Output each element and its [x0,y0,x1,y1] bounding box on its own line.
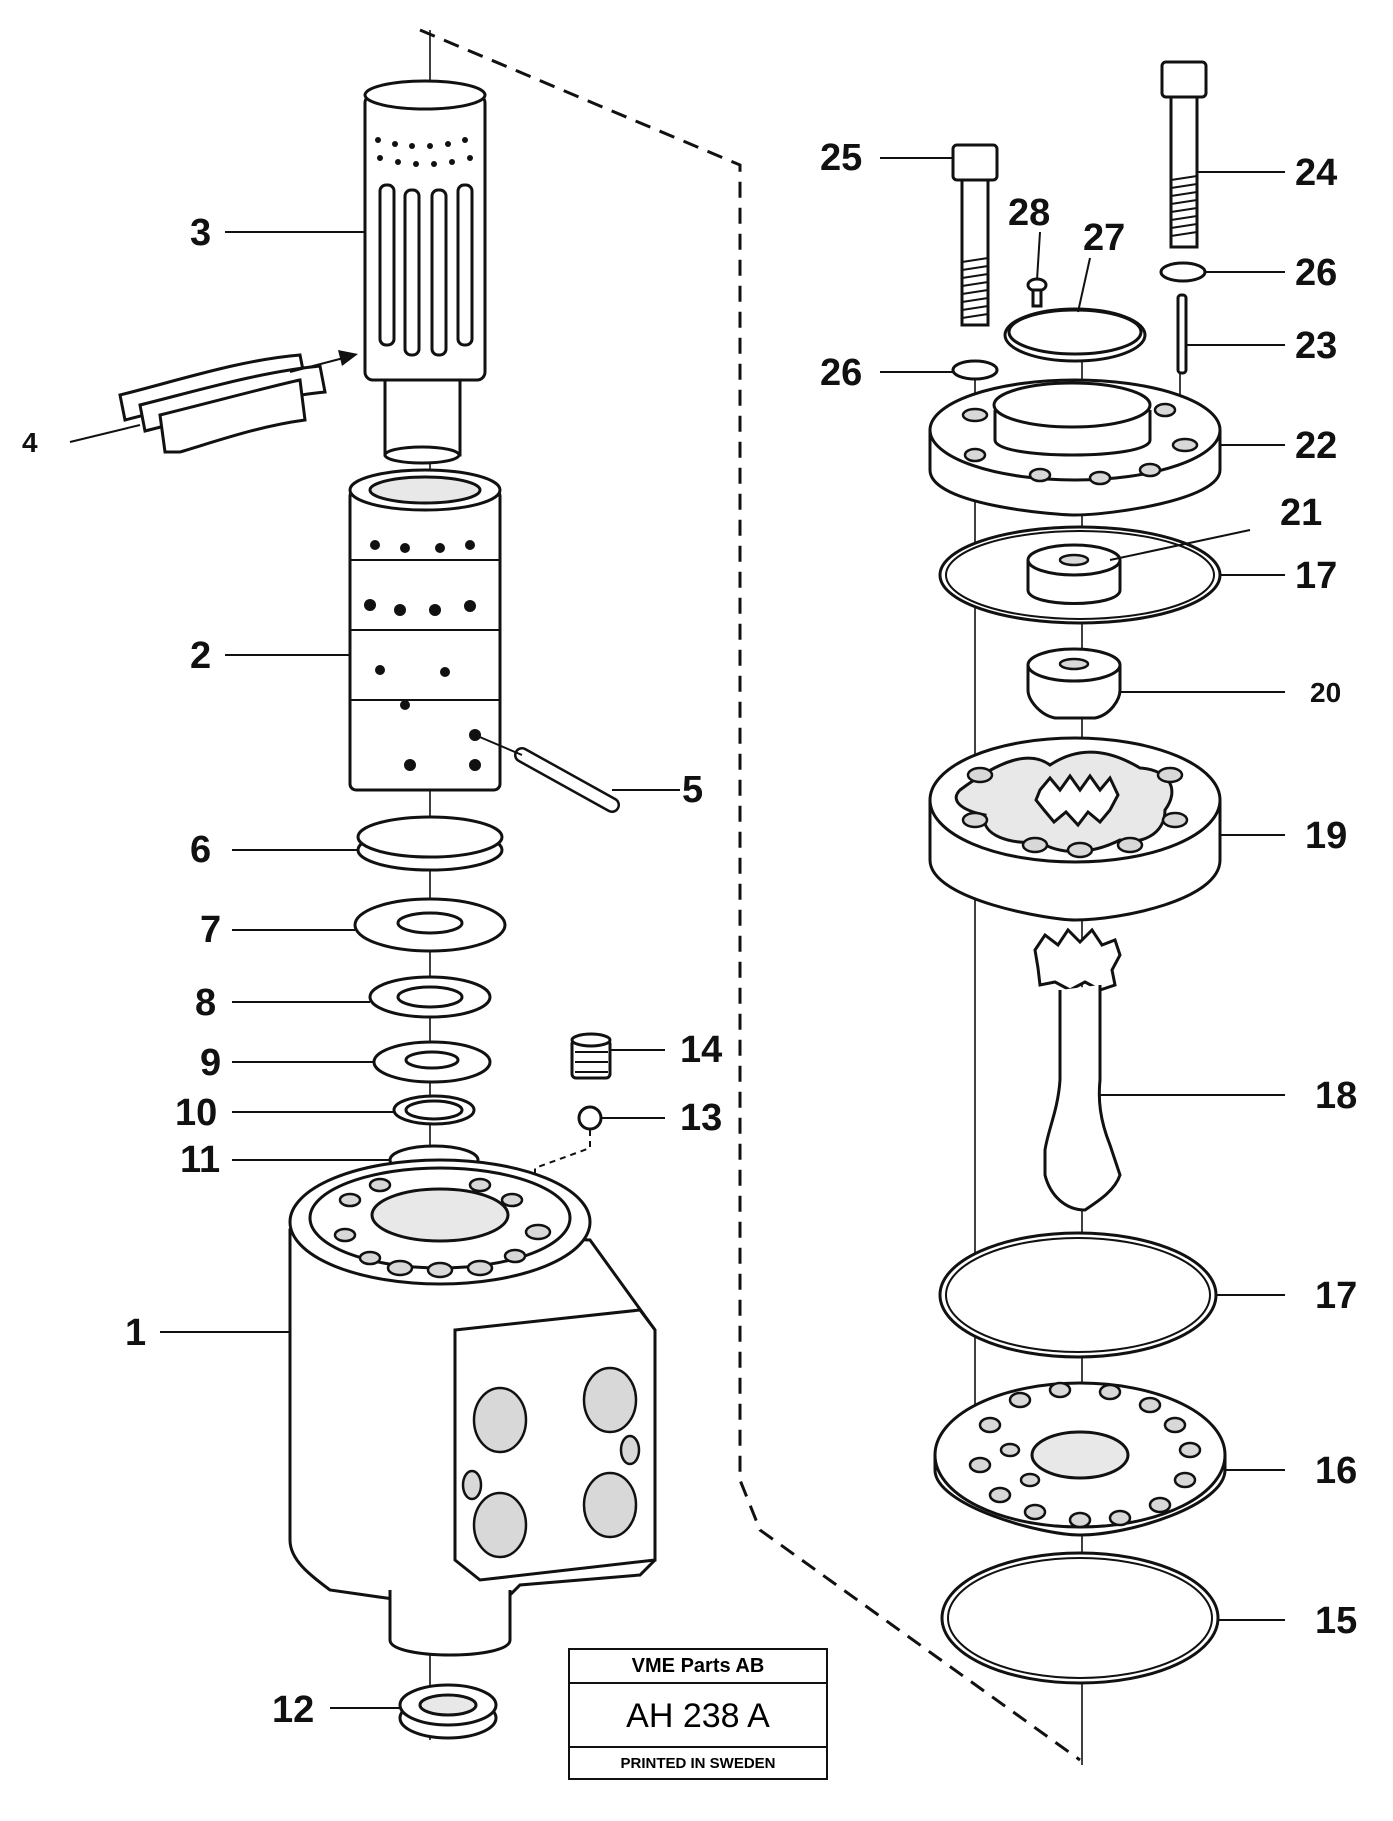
part-14-plug [570,1032,612,1080]
part-17-o-ring-upper-inner [945,530,1215,620]
part-4-springs [118,353,327,454]
callout-26-right: 26 [1295,252,1337,294]
part-17-o-ring-lower [938,1231,1218,1359]
part-10-ring [392,1094,476,1126]
callout-22: 22 [1295,425,1337,467]
callout-7: 7 [200,909,221,951]
callout-1: 1 [125,1312,146,1354]
part-15-o-ring-inner [947,1557,1213,1679]
callout-18: 18 [1315,1075,1357,1117]
callout-14: 14 [680,1029,722,1071]
callout-8: 8 [195,982,216,1024]
part-16-plate [933,1381,1227,1537]
callout-5: 5 [682,769,703,811]
part-27-cover [1003,307,1147,363]
part-17-o-ring-lower-inner [945,1237,1211,1353]
part-2-sleeve [348,468,502,792]
callout-27: 27 [1083,217,1125,259]
leader-lines [69,157,1285,1709]
part-21-spacer [1026,543,1122,605]
part-12-seal [398,1683,498,1740]
callout-15: 15 [1315,1600,1357,1642]
part-28-screw [1026,277,1048,308]
part-22-end-cap [928,378,1222,517]
part-7-washer [353,897,507,953]
callout-9: 9 [200,1042,221,1084]
callout-20: 20 [1310,677,1341,708]
callout-21: 21 [1280,492,1322,534]
stamp-printed: PRINTED IN SWEDEN [620,1755,776,1772]
part-25-bolt [951,143,999,327]
stamp-code: AH 238 A [570,1684,826,1748]
callout-24: 24 [1295,152,1337,194]
part-24-bolt [1160,60,1208,249]
part-26-washer-left [951,359,999,381]
callout-6: 6 [190,829,211,871]
part-15-o-ring [940,1551,1220,1685]
callout-23: 23 [1295,325,1337,367]
part-3-spool [363,79,487,465]
callout-26-left: 26 [820,352,862,394]
callout-10: 10 [175,1092,217,1134]
part-1-housing [288,1158,657,1657]
arrow-head-4 [338,350,358,366]
callout-17-lower: 17 [1315,1275,1357,1317]
callout-13: 13 [680,1097,722,1139]
part-18-drive-shaft [1033,927,1122,1212]
part-23-pin [1176,293,1188,375]
callout-28: 28 [1008,192,1050,234]
part-8-bearing [368,975,492,1019]
callout-4: 4 [22,427,38,458]
title-stamp: VME Parts AB AH 238 A PRINTED IN SWEDEN [568,1648,828,1780]
callout-25: 25 [820,137,862,179]
callout-19: 19 [1305,815,1347,857]
part-5-pin [474,734,620,813]
group-boundary-dashed [419,28,1081,1762]
part-6-ring [356,815,504,872]
part-26-washer-right [1159,261,1207,283]
callout-12: 12 [272,1689,314,1731]
callout-2: 2 [190,635,211,677]
part-9-washer [372,1040,492,1084]
callout-17-upper: 17 [1295,555,1337,597]
callout-3: 3 [190,212,211,254]
callout-labels: 1 2 3 4 5 6 7 8 9 10 11 12 13 14 15 16 1… [22,137,1357,1731]
callout-16: 16 [1315,1450,1357,1492]
part-20-spacer [1026,647,1122,720]
part-13-ball [577,1105,603,1131]
part-19-gear-set [928,736,1222,922]
callout-11: 11 [180,1139,220,1181]
stamp-company: VME Parts AB [570,1650,826,1684]
